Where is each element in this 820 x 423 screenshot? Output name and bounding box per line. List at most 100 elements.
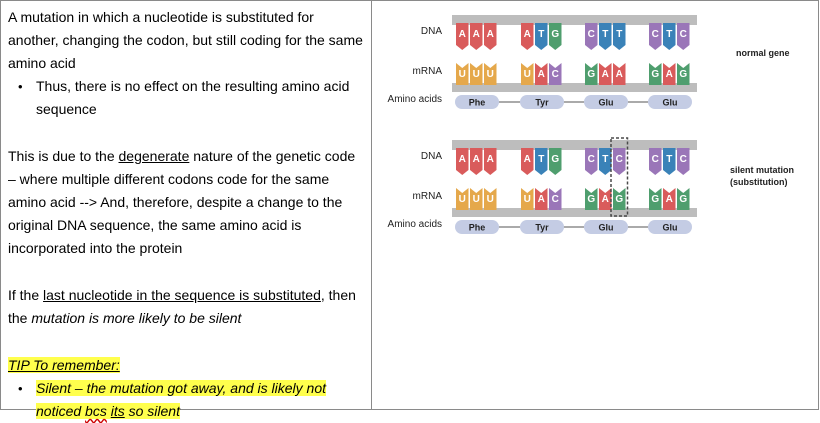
- amino-acid-label: Tyr: [535, 98, 549, 108]
- mrna-base-letter: U: [473, 194, 480, 205]
- tip-heading: TIP To remember:: [8, 354, 364, 377]
- mrna-base-A: [599, 188, 612, 210]
- dna-base-A: [484, 23, 497, 50]
- text-run: This is due to the: [8, 148, 119, 164]
- dna-base-letter: C: [588, 29, 595, 40]
- dna-base-letter: G: [551, 29, 559, 40]
- dna-base-letter: C: [652, 154, 659, 165]
- mrna-row-label: mRNA: [413, 191, 443, 202]
- mrna-base-U: [521, 63, 534, 85]
- dna-base-A: [456, 23, 469, 50]
- dna-base-C: [585, 148, 598, 175]
- spacer: [8, 330, 364, 354]
- mrna-base-letter: U: [524, 69, 531, 80]
- mrna-base-letter: U: [487, 194, 494, 205]
- dna-base-C: [677, 23, 690, 50]
- amino-acid-pill: [584, 220, 628, 234]
- dna-base-letter: C: [652, 29, 659, 40]
- amino-acid-row-label: Amino acids: [388, 94, 442, 105]
- mrna-base-A: [613, 63, 626, 85]
- mrna-base-letter: U: [524, 194, 531, 205]
- amino-acid-pill: [520, 95, 564, 109]
- amino-acid-pill: [520, 220, 564, 234]
- mrna-base-letter: A: [666, 69, 673, 80]
- mrna-base-letter: G: [651, 69, 659, 80]
- dna-base-letter: T: [538, 29, 544, 40]
- dna-base-letter: A: [459, 29, 466, 40]
- amino-acid-row-label: Amino acids: [388, 219, 442, 230]
- dna-base-C: [649, 23, 662, 50]
- grammar-flag-word[interactable]: its: [110, 403, 125, 419]
- mrna-base-A: [599, 63, 612, 85]
- normal-gene-caption: normal gene: [736, 48, 790, 58]
- mrna-base-A: [535, 188, 548, 210]
- mrna-base-G: [585, 63, 598, 85]
- mrna-base-A: [535, 63, 548, 85]
- silent-emphasis: mutation is more likely to be silent: [31, 310, 242, 326]
- dna-base-C: [677, 148, 690, 175]
- dna-base-letter: C: [680, 154, 687, 165]
- tip-heading-text: TIP To remember:: [8, 357, 120, 373]
- left-column-text: A mutation in which a nucleotide is subs…: [8, 6, 364, 423]
- dna-base-letter: A: [487, 154, 494, 165]
- dna-base-C: [585, 23, 598, 50]
- mrna-base-A: [663, 63, 676, 85]
- dna-base-C: [649, 148, 662, 175]
- spacer: [8, 260, 364, 284]
- mrna-base-C: [549, 63, 562, 85]
- mrna-base-letter: G: [679, 69, 687, 80]
- last-nucleotide-paragraph: If the last nucleotide in the sequence i…: [8, 284, 364, 330]
- dna-base-letter: T: [538, 154, 544, 165]
- column-divider: [371, 0, 372, 410]
- mrna-base-letter: A: [602, 69, 609, 80]
- dna-base-G: [549, 148, 562, 175]
- mrna-strand-backbone: [452, 208, 697, 217]
- text-run: , then the: [8, 287, 356, 326]
- content-table: [0, 0, 819, 410]
- mrna-base-letter: G: [587, 194, 595, 205]
- mrna-base-letter: G: [679, 194, 687, 205]
- mrna-row-label: mRNA: [413, 66, 443, 77]
- dna-base-C: [613, 148, 626, 175]
- dna-base-letter: A: [487, 29, 494, 40]
- dna-base-letter: T: [602, 154, 608, 165]
- amino-acid-pill: [455, 220, 499, 234]
- text-run: If the: [8, 287, 44, 303]
- mrna-strand-backbone: [452, 83, 697, 92]
- mrna-base-letter: U: [459, 69, 466, 80]
- misspelled-word[interactable]: bcs: [85, 403, 107, 419]
- dna-base-T: [535, 23, 548, 50]
- mrna-base-letter: U: [459, 194, 466, 205]
- dna-strand-backbone: [452, 15, 697, 25]
- amino-acid-label: Glu: [599, 223, 614, 233]
- mrna-base-U: [521, 188, 534, 210]
- mrna-base-G: [585, 188, 598, 210]
- mrna-base-C: [549, 188, 562, 210]
- mrna-base-letter: A: [616, 69, 623, 80]
- spacer: [8, 121, 364, 145]
- substitution-highlight-box: [610, 137, 629, 217]
- amino-acid-pill: [584, 95, 628, 109]
- dna-base-T: [599, 148, 612, 175]
- mrna-base-letter: C: [552, 69, 559, 80]
- mrna-base-A: [663, 188, 676, 210]
- tip-bullet: Silent – the mutation got away, and is l…: [18, 377, 364, 423]
- dna-base-T: [663, 148, 676, 175]
- dna-row-label: DNA: [421, 151, 442, 162]
- dna-base-A: [470, 148, 483, 175]
- dna-base-letter: A: [473, 154, 480, 165]
- dna-base-letter: T: [616, 29, 622, 40]
- dna-base-letter: A: [524, 154, 531, 165]
- definition-bullets: Thus, there is no effect on the resultin…: [8, 75, 364, 121]
- mrna-base-G: [677, 63, 690, 85]
- dna-base-letter: G: [551, 154, 559, 165]
- dna-strand-backbone: [452, 140, 697, 150]
- text-run: Silent – the mutation got away, and is l…: [36, 380, 327, 419]
- mrna-base-letter: G: [587, 69, 595, 80]
- dna-base-letter: T: [666, 29, 672, 40]
- mrna-base-letter: G: [615, 194, 623, 205]
- mrna-base-U: [456, 63, 469, 85]
- amino-acid-label: Glu: [663, 98, 678, 108]
